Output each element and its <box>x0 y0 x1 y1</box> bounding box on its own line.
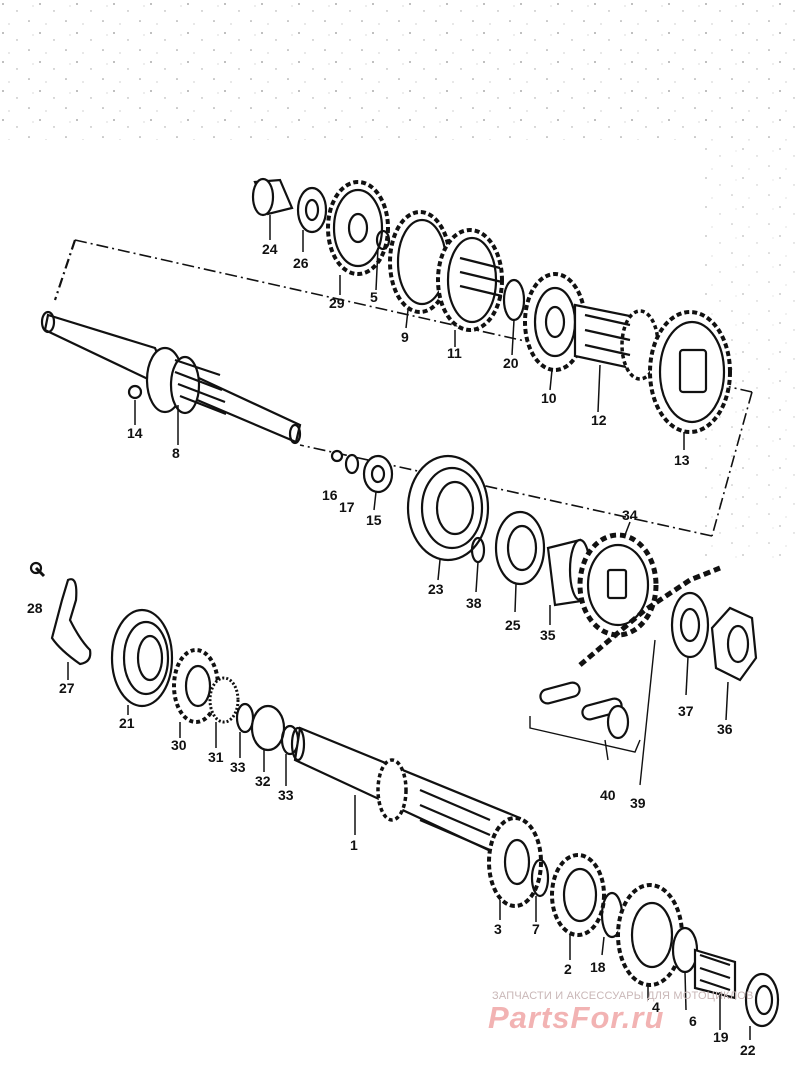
bearing-part-22 <box>744 972 780 1028</box>
part-label: 38 <box>466 595 482 611</box>
part-label: 2 <box>564 961 572 977</box>
leader-lines <box>67 215 751 1040</box>
part-label: 4 <box>652 999 660 1015</box>
part-label: 33 <box>278 787 294 803</box>
part-label: 17 <box>339 499 355 515</box>
part-label: 31 <box>208 749 224 765</box>
part-label: 25 <box>505 617 521 633</box>
gear-part-13 <box>648 310 732 434</box>
countershaft-group <box>40 177 758 786</box>
part-label: 6 <box>689 1013 697 1029</box>
bearing-part-23 <box>406 454 490 562</box>
countershaft-part-8 <box>40 310 302 445</box>
part-label: 36 <box>717 721 733 737</box>
washer-part-26 <box>296 186 328 234</box>
part-label: 37 <box>678 703 694 719</box>
part-label: 22 <box>740 1042 756 1058</box>
nut-part-36 <box>710 606 758 682</box>
part-label: 26 <box>293 255 309 271</box>
gear-part-3 <box>487 816 543 908</box>
part-label: 16 <box>322 487 338 503</box>
part-label: 24 <box>262 241 278 257</box>
gear-part-11 <box>436 228 504 332</box>
part-label: 8 <box>172 445 180 461</box>
part-label: 3 <box>494 921 502 937</box>
part-label: 29 <box>329 295 345 311</box>
part-label: 39 <box>630 795 646 811</box>
part-label: 15 <box>366 512 382 528</box>
mainshaft-group <box>29 561 780 1028</box>
part-label: 7 <box>532 921 540 937</box>
gear-part-12 <box>573 303 660 381</box>
part-label: 14 <box>127 425 143 441</box>
part-number-labels: 1 2 3 4 5 6 7 8 9 10 11 12 13 14 15 16 1… <box>27 241 756 1058</box>
stopper-plate-part-27 <box>50 578 92 666</box>
sprocket-part-34 <box>577 532 659 638</box>
part-label: 20 <box>503 355 519 371</box>
gear-part-2 <box>550 853 606 937</box>
gear-part-29 <box>326 180 390 276</box>
bearing-part-21 <box>110 608 174 708</box>
part-label: 30 <box>171 737 187 753</box>
part-label: 5 <box>370 289 378 305</box>
part-label: 12 <box>591 412 607 428</box>
part-label: 40 <box>600 787 616 803</box>
part-label: 19 <box>713 1029 729 1045</box>
part-label: 23 <box>428 581 444 597</box>
part-label: 18 <box>590 959 606 975</box>
part-label: 27 <box>59 680 75 696</box>
bush-part-24 <box>251 177 294 217</box>
watermark-brand-logo: PartsFor.ru <box>488 1000 665 1035</box>
part-label: 34 <box>622 507 638 523</box>
group-outline-line <box>53 239 77 301</box>
part-label: 33 <box>230 759 246 775</box>
bolt-part-28 <box>29 561 46 578</box>
gear-part-4 <box>616 883 684 987</box>
watermark-caption: ЗАПЧАСТИ И АКСЕССУАРЫ ДЛЯ МОТОЦИКЛОВ <box>492 990 754 1002</box>
scan-noise <box>0 0 800 140</box>
part-label: 28 <box>27 600 43 616</box>
part-label: 9 <box>401 329 409 345</box>
part-label: 21 <box>119 715 135 731</box>
part-label: 1 <box>350 837 358 853</box>
part-label: 13 <box>674 452 690 468</box>
part-label: 35 <box>540 627 556 643</box>
part-label: 32 <box>255 773 271 789</box>
part-label: 11 <box>447 345 462 361</box>
mainshaft-part-1 <box>290 726 522 862</box>
part-label: 10 <box>541 390 557 406</box>
chain-part-39 <box>578 565 721 667</box>
